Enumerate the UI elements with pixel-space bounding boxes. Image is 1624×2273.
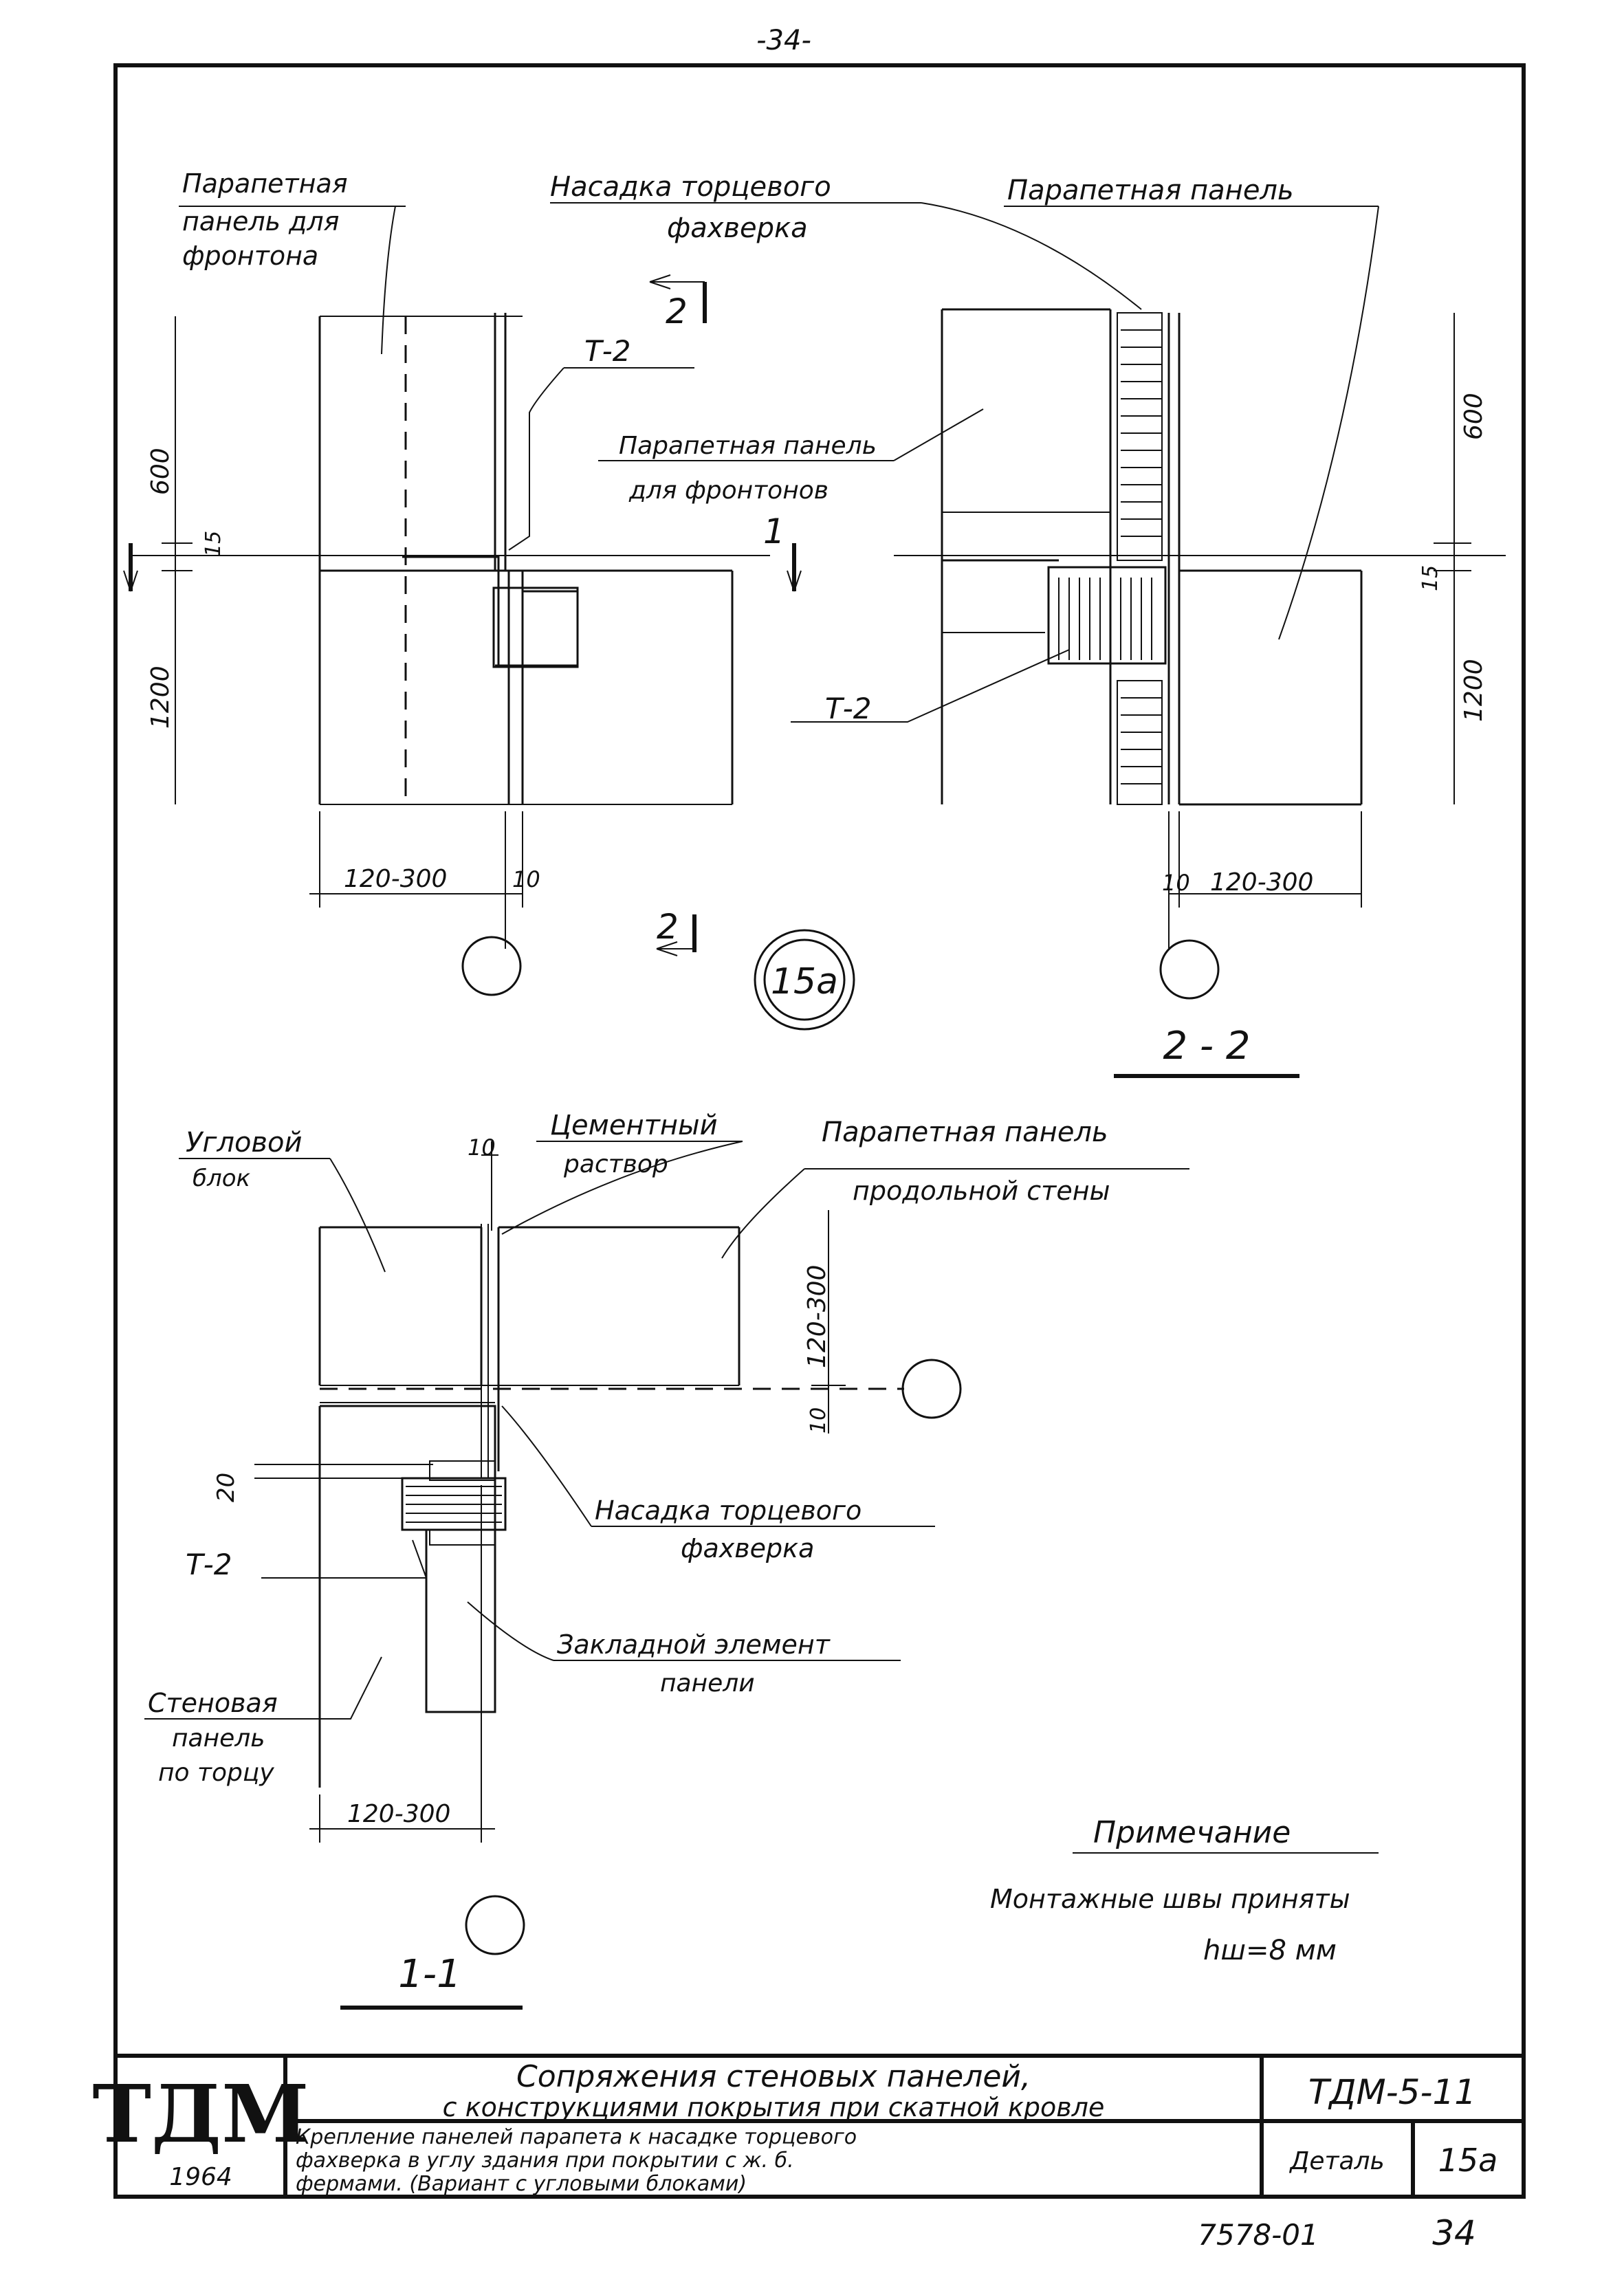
title-block-detail-label: Деталь xyxy=(1288,2147,1385,2175)
title-block-logo: ТДМ xyxy=(92,2068,309,2161)
view-top-left: Парапетная панель для фронтона Т-2 Парап… xyxy=(123,168,984,996)
title-block-code: ТДМ-5-11 xyxy=(1308,2072,1476,2112)
dim-10-left: 10 xyxy=(512,866,540,892)
axis-marker-1-1-right xyxy=(901,1359,962,1419)
view-2-2: Насадка торцевого фахверка Парапетная па… xyxy=(550,171,1506,1078)
note-title: Примечание xyxy=(1093,1815,1291,1850)
dim-600-right: 600 xyxy=(1460,393,1488,440)
dim-10-right: 10 xyxy=(1162,870,1190,896)
dim-10-vertical: 10 xyxy=(806,1407,831,1434)
label-parapet-gables-2: для фронтонов xyxy=(628,476,829,505)
label-parapet-gables-1: Парапетная панель xyxy=(619,432,877,460)
section-mark-1: 1 xyxy=(763,512,785,551)
dim-120-300-right: 120-300 xyxy=(1210,868,1313,897)
label-parapet-long-1: Парапетная панель xyxy=(822,1117,1108,1148)
label-wall-panel-1: Стеновая xyxy=(148,1688,278,1718)
label-t2-1-1: Т-2 xyxy=(186,1548,232,1581)
footer-page: 34 xyxy=(1432,2213,1476,2253)
title-2-2: 2 - 2 xyxy=(1163,1024,1250,1068)
dim-120-300-1-1: 120-300 xyxy=(347,1800,450,1828)
section-mark-2-bottom: 2 xyxy=(657,907,679,947)
dim-600-left: 600 xyxy=(146,448,175,495)
label-cap-1-1-2: фахверка xyxy=(681,1533,814,1563)
dim-120-300-left: 120-300 xyxy=(344,865,447,893)
view-1-1: Угловой блок Цементный раствор Парапетна… xyxy=(144,1110,1189,2010)
dim-15-left: 15 xyxy=(201,531,226,557)
label-cap-1-1-1: Насадка торцевого xyxy=(595,1495,862,1526)
label-t2-top-left: Т-2 xyxy=(584,334,631,368)
dim-1200-left: 1200 xyxy=(146,666,175,729)
label-parapet-gable-3: фронтона xyxy=(182,241,318,271)
cap-hatch xyxy=(1117,312,1163,805)
sheet-frame xyxy=(113,63,1526,2199)
dim-10-top-1-1: 10 xyxy=(468,1134,496,1161)
label-cap-2-2-1: Насадка торцевого xyxy=(550,171,831,203)
section-mark-2-top: 2 xyxy=(666,292,688,331)
page-number: -34- xyxy=(756,25,811,56)
label-parapet-panel-2-2: Парапетная панель xyxy=(1007,175,1294,206)
dim-120-300-vertical: 120-300 xyxy=(803,1265,831,1368)
label-embed-1: Закладной элемент xyxy=(557,1629,831,1660)
label-embed-2: панели xyxy=(660,1669,755,1698)
label-parapet-long-2: продольной стены xyxy=(853,1176,1110,1206)
label-cement-2: раствор xyxy=(563,1150,668,1178)
title-block-title-1: Сопряжения стеновых панелей, xyxy=(516,2059,1031,2094)
note: Примечание Монтажные швы приняты hш=8 мм xyxy=(990,1815,1379,1966)
axis-marker-left xyxy=(461,936,522,996)
label-parapet-gable-1: Парапетная xyxy=(182,168,348,199)
dim-20: 20 xyxy=(212,1473,240,1502)
title-block-desc-1: Крепление панелей парапета к насадке тор… xyxy=(296,2125,857,2149)
label-wall-panel-3: по торцу xyxy=(158,1759,274,1787)
note-line-2: hш=8 мм xyxy=(1203,1935,1337,1966)
title-block-title-2: с конструкциями покрытия при скатной кро… xyxy=(443,2092,1105,2122)
detail-badge: 15а xyxy=(754,929,855,1031)
label-wall-panel-2: панель xyxy=(172,1724,265,1753)
title-block-year: 1964 xyxy=(169,2163,232,2191)
label-t2-2-2: Т-2 xyxy=(825,692,872,725)
axis-marker-right xyxy=(1159,939,1220,1000)
title-block: ТДМ 1964 Сопряжения стеновых панелей, с … xyxy=(92,2054,1524,2197)
label-corner-block-2: блок xyxy=(193,1165,251,1192)
title-block-desc-2: фахверка в углу здания при покрытии с ж.… xyxy=(296,2149,794,2173)
label-corner-block-1: Угловой xyxy=(186,1127,302,1159)
label-cement-1: Цементный xyxy=(550,1110,718,1141)
title-block-desc-3: фермами. (Вариант с угловыми блоками) xyxy=(296,2172,747,2196)
title-1-1: 1-1 xyxy=(398,1952,461,1997)
label-cap-2-2-2: фахверка xyxy=(667,212,808,244)
axis-marker-1-1-bottom xyxy=(465,1895,525,1955)
title-block-detail-value: 15а xyxy=(1438,2142,1498,2179)
dim-15-right: 15 xyxy=(1418,565,1442,591)
dim-1200-right: 1200 xyxy=(1460,659,1488,722)
footer-code: 7578-01 xyxy=(1198,2218,1319,2252)
label-parapet-gable-2: панель для xyxy=(182,206,340,237)
detail-badge-text: 15а xyxy=(771,961,838,1002)
note-line-1: Монтажные швы приняты xyxy=(990,1884,1350,1914)
